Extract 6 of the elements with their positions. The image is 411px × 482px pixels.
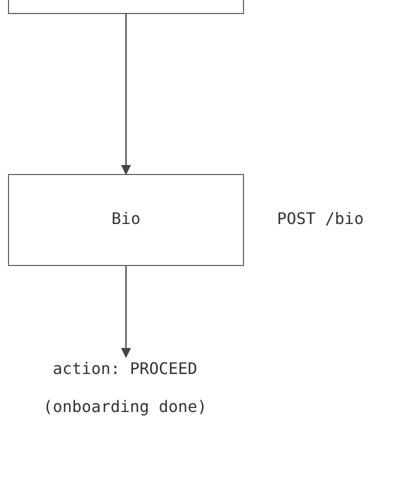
endpoint-label: POST /bio [277,209,364,228]
arrow [121,14,131,175]
arrow [121,266,131,358]
node-text: action: PROCEED [52,359,198,378]
box-label: Bio [112,209,140,228]
node-text: (onboarding done) [43,397,207,416]
